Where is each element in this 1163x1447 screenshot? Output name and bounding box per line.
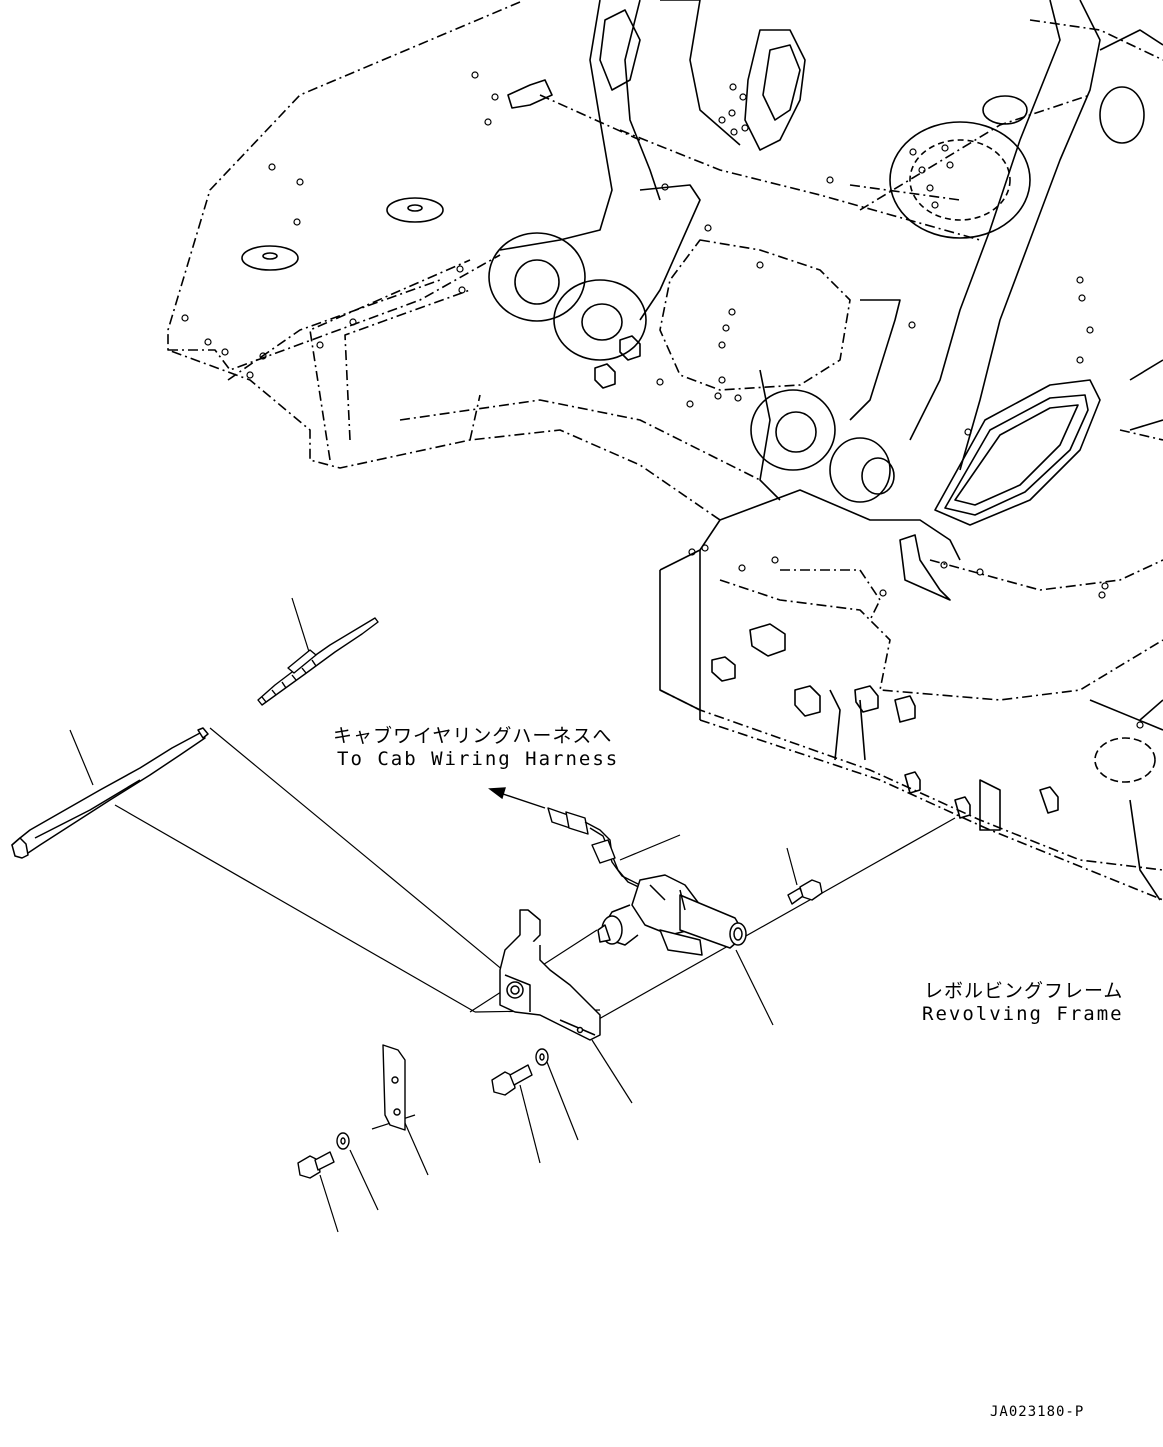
frame-bolt-holes bbox=[182, 72, 1143, 728]
revolving-frame-upper bbox=[168, 0, 1163, 900]
bracket-bolt bbox=[492, 1049, 548, 1095]
wiper-bracket bbox=[500, 910, 600, 1040]
wiper-motor bbox=[598, 875, 746, 955]
motor-bolt bbox=[788, 880, 822, 904]
drawing-number: JA023180-P bbox=[990, 1404, 1085, 1420]
leader-lines bbox=[70, 598, 955, 1232]
stay-bolt bbox=[298, 1133, 349, 1178]
cab-harness-label-en: To Cab Wiring Harness bbox=[337, 748, 620, 770]
wiper-blade bbox=[258, 618, 378, 705]
wiper-arm bbox=[12, 728, 208, 858]
stay-plate bbox=[383, 1045, 405, 1130]
harness-direction-arrow bbox=[490, 788, 545, 808]
wiring-harness bbox=[548, 808, 645, 890]
revolving-frame-label-jp: レボルビングフレーム bbox=[924, 980, 1124, 1002]
cab-harness-label-jp: キャブワイヤリングハーネスへ bbox=[333, 725, 613, 747]
revolving-frame-label-en: Revolving Frame bbox=[922, 1003, 1124, 1025]
